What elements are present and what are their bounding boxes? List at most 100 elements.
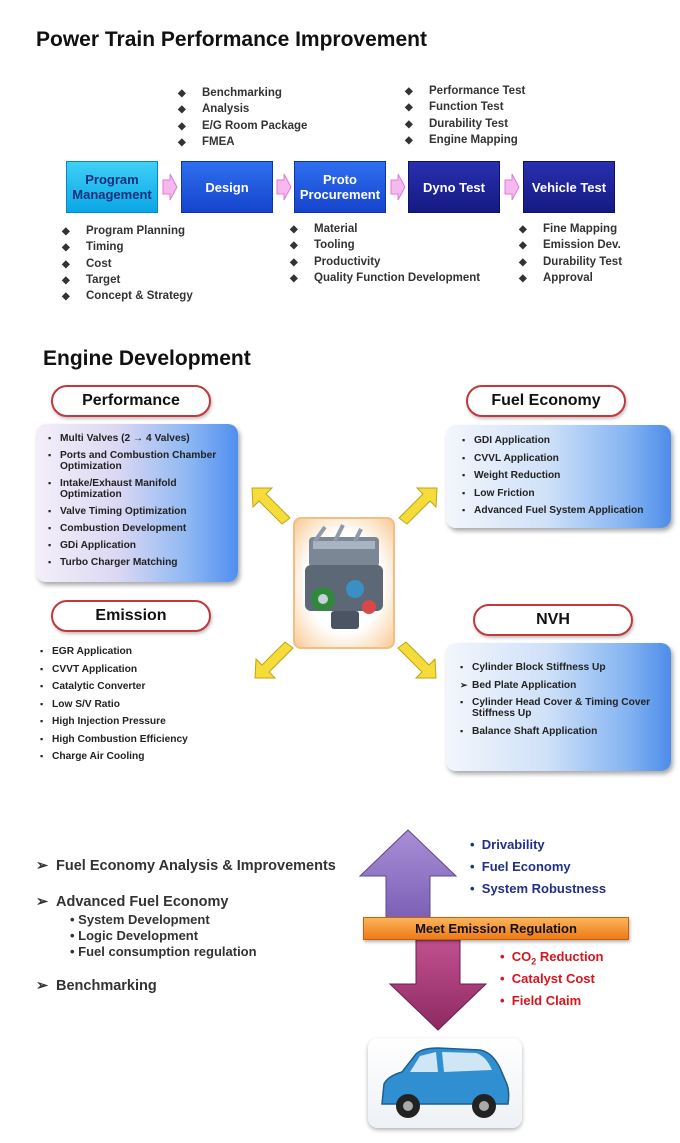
- diamond-icon: ◆: [405, 86, 413, 97]
- program-bottom-list: ◆Program Planning ◆Timing ◆Cost ◆Target …: [62, 223, 193, 304]
- list-item: ◆Concept & Strategy: [62, 288, 193, 304]
- section-title-engine-development: Engine Development: [43, 347, 251, 370]
- car-image: [368, 1038, 522, 1128]
- diamond-icon: ◆: [62, 274, 70, 286]
- diamond-icon: ◆: [405, 134, 413, 146]
- performance-panel: ▪Multi Valves (2 → 4 Valves) ▪Ports and …: [36, 424, 238, 582]
- flow-arrow-icon: [162, 173, 178, 201]
- list-item: ◆Durability Test: [405, 116, 525, 132]
- left-item-3: ➢Benchmarking: [36, 978, 157, 994]
- list-item: ◆Function Test: [405, 99, 525, 115]
- flow-arrow-icon: [276, 173, 292, 201]
- list-item: • Field Claim: [500, 993, 582, 1008]
- list-item: ◆Cost: [62, 256, 193, 272]
- step-design: Design: [181, 161, 273, 213]
- list-item: • Catalyst Cost: [500, 971, 595, 986]
- list-item: ◆Program Planning: [62, 223, 193, 239]
- list-item: ▪Charge Air Cooling: [40, 751, 145, 762]
- list-item: ▪High Injection Pressure: [40, 716, 166, 727]
- diamond-icon: ◆: [178, 136, 186, 148]
- list-item: ▪Balance Shaft Application: [460, 725, 598, 737]
- dyno-top-list: ◆Performance Test ◆Function Test ◆Durabi…: [405, 83, 525, 148]
- list-item: ▪High Combustion Efficiency: [40, 733, 188, 745]
- list-item: ◆Analysis: [178, 101, 307, 117]
- arrow-down-icon: [388, 940, 488, 1031]
- diamond-icon: ◆: [178, 120, 186, 132]
- diamond-icon: ◆: [405, 118, 413, 130]
- list-item: ▪Cylinder Head Cover & Timing Cover Stif…: [460, 697, 651, 719]
- left-item-2: ➢Advanced Fuel Economy: [36, 894, 229, 910]
- list-item: ◆Durability Test: [519, 254, 622, 270]
- diamond-icon: ◆: [290, 224, 298, 235]
- chevron-right-icon: ➢: [36, 978, 49, 994]
- left-item-1: ➢Fuel Economy Analysis & Improvements: [36, 858, 336, 874]
- list-item: ◆Engine Mapping: [405, 132, 525, 148]
- diamond-icon: ◆: [290, 240, 298, 252]
- list-item: ▪GDI Application: [462, 435, 551, 446]
- list-item: ▪Combustion Development: [48, 523, 187, 534]
- list-item: ◆Timing: [62, 239, 193, 255]
- left-item-2-sub: • System Development • Logic Development…: [70, 912, 257, 960]
- fuel-economy-title: Fuel Economy: [466, 385, 626, 417]
- list-item: ▪Multi Valves (2 → 4 Valves): [48, 433, 190, 444]
- list-item: • System Robustness: [470, 881, 607, 896]
- list-item: ◆Fine Mapping: [519, 221, 622, 237]
- list-item: ◆Material: [290, 221, 480, 237]
- list-item: ◆Quality Function Development: [290, 270, 480, 286]
- list-item: ▪Ports and Combustion Chamber Optimizati…: [48, 450, 217, 472]
- list-item: ▪Turbo Charger Matching: [48, 557, 178, 568]
- diamond-icon: ◆: [178, 88, 186, 99]
- list-item: • Fuel Economy: [470, 859, 571, 874]
- list-item: ▪GDi Application: [48, 540, 137, 551]
- list-item: ▪CVVT Application: [40, 663, 138, 675]
- nvh-title: NVH: [473, 604, 633, 636]
- list-item: ▪Intake/Exhaust Manifold Optimization: [48, 478, 177, 500]
- list-item: • Drivability: [470, 837, 545, 852]
- diamond-icon: ◆: [62, 242, 70, 254]
- engine-icon: [305, 524, 383, 629]
- flow-arrow-icon: [504, 173, 520, 201]
- arrow-up-icon: [358, 829, 458, 920]
- emission-list: ▪EGR Application ▪CVVT Application ▪Cata…: [38, 646, 258, 762]
- list-item: ▪Low Friction: [462, 487, 535, 499]
- diamond-icon: ◆: [519, 272, 527, 284]
- list-item: ▪Weight Reduction: [462, 470, 561, 481]
- arrow-up-right-icon: [398, 487, 438, 525]
- list-item: ◆Emission Dev.: [519, 237, 622, 253]
- step-vehicle-test: Vehicle Test: [523, 161, 615, 213]
- arrow-down-left-icon: [254, 641, 294, 679]
- list-item: ➢Bed Plate Application: [460, 679, 577, 691]
- diamond-icon: ◆: [178, 104, 186, 116]
- performance-title: Performance: [51, 385, 211, 417]
- diamond-icon: ◆: [405, 102, 413, 114]
- car-icon: [381, 1047, 510, 1118]
- page-title: Power Train Performance Improvement: [36, 28, 427, 51]
- list-item: ▪CVVL Application: [462, 452, 559, 464]
- chevron-right-icon: ➢: [460, 679, 468, 690]
- list-item: ◆Target: [62, 272, 193, 288]
- up-benefits-list: • Drivability • Fuel Economy • System Ro…: [470, 834, 606, 900]
- list-item: ◆Performance Test: [405, 83, 525, 99]
- list-item: ▪EGR Application: [40, 646, 132, 657]
- diamond-icon: ◆: [519, 256, 527, 268]
- down-benefits-list: • CO2 Reduction • Catalyst Cost • Field …: [500, 946, 603, 1012]
- arrow-down-right-icon: [397, 641, 437, 679]
- flow-arrow-icon: [390, 173, 406, 201]
- diamond-icon: ◆: [62, 258, 70, 270]
- emission-regulation-banner: Meet Emission Regulation: [363, 917, 629, 940]
- diamond-icon: ◆: [62, 226, 70, 237]
- list-item: ◆FMEA: [178, 134, 307, 150]
- step-dyno-test: Dyno Test: [408, 161, 500, 213]
- design-top-list: ◆Benchmarking ◆Analysis ◆E/G Room Packag…: [178, 85, 307, 150]
- list-item: ◆Tooling: [290, 237, 480, 253]
- diamond-icon: ◆: [290, 272, 298, 284]
- list-item: • CO2 Reduction: [500, 949, 604, 967]
- list-item: ▪Advanced Fuel System Application: [462, 505, 644, 516]
- diamond-icon: ◆: [290, 256, 298, 268]
- list-item: ▪Catalytic Converter: [40, 681, 146, 692]
- nvh-panel: ▪Cylinder Block Stiffness Up ➢Bed Plate …: [446, 643, 671, 771]
- engine-image: [293, 517, 395, 649]
- chevron-right-icon: ➢: [36, 858, 49, 874]
- diamond-icon: ◆: [519, 240, 527, 252]
